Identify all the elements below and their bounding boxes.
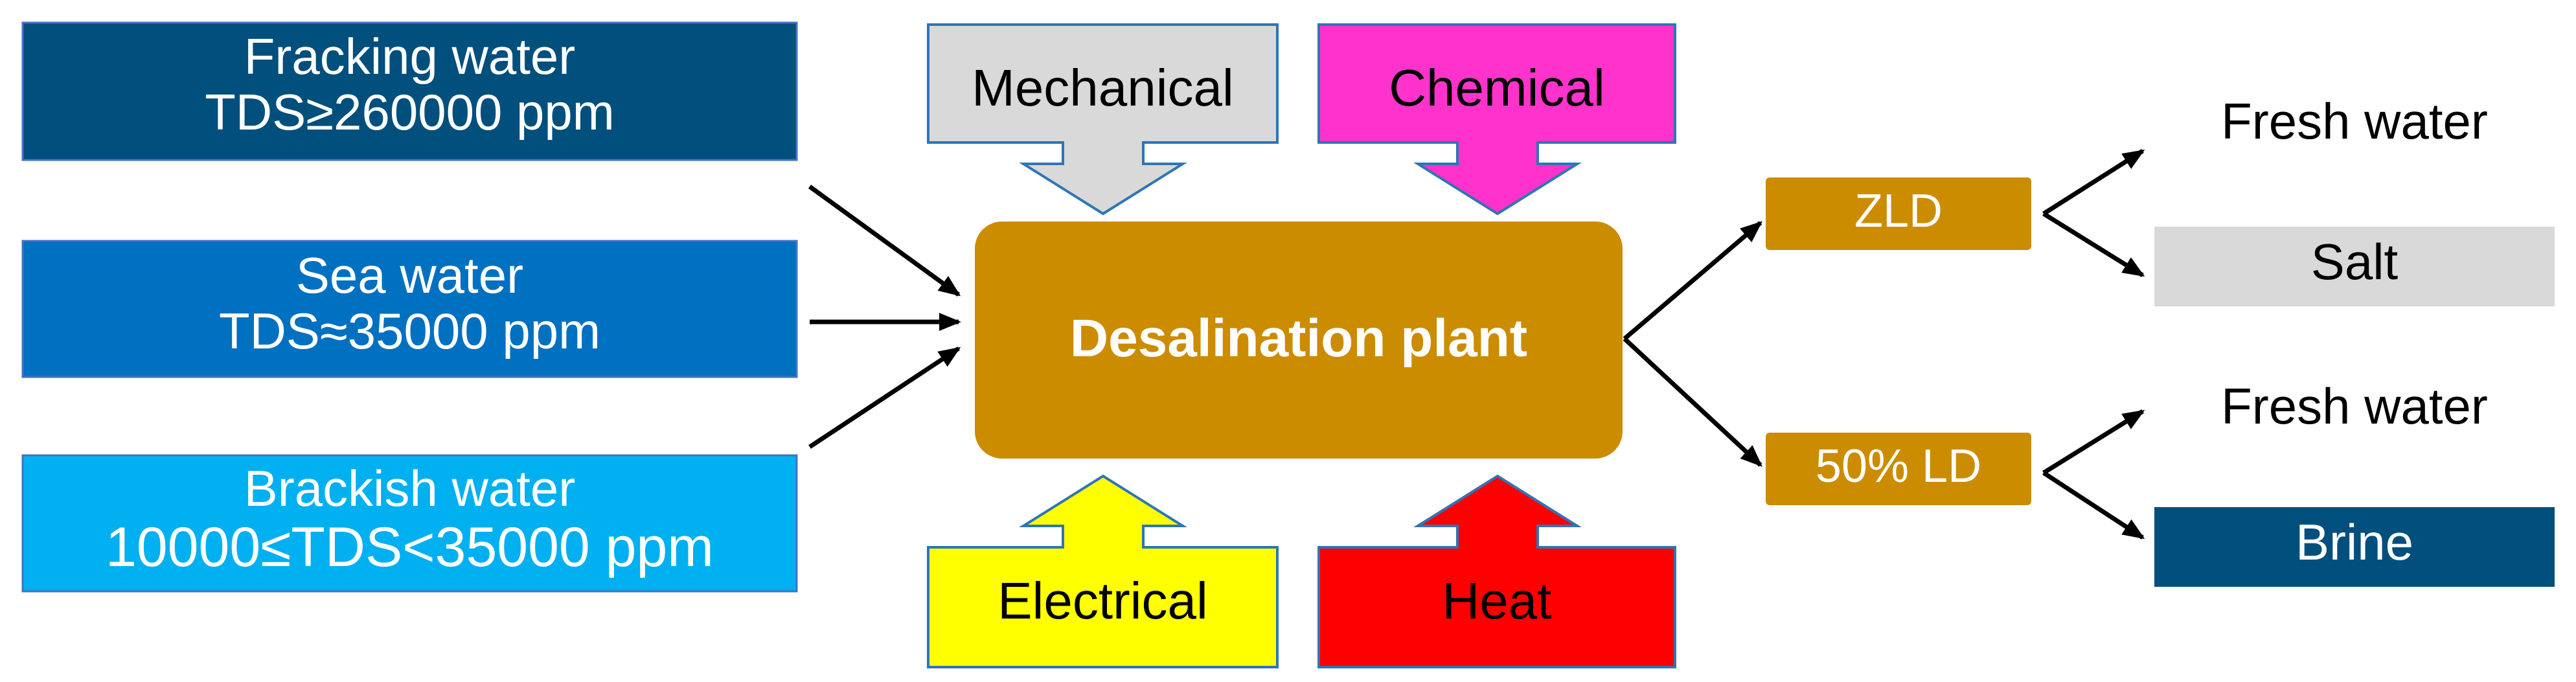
heat-input-arrow (1317, 474, 1676, 668)
zld-to-salt-arrow (2042, 212, 2145, 277)
source-box-fracking (21, 21, 798, 161)
chemical-input-arrow (1317, 23, 1676, 216)
source-box-sea (21, 240, 798, 378)
source-box-brackish (21, 454, 798, 593)
brackish-arrow (808, 347, 961, 449)
electrical-input-arrow (927, 474, 1279, 668)
brine-box (2154, 507, 2555, 587)
source-label-fracking: Fracking water TDS≥260000 ppm (23, 28, 797, 141)
mechanical-label: Mechanical (972, 59, 1234, 117)
fracking-arrow (808, 185, 961, 297)
salt-label: Salt (2310, 233, 2399, 290)
ld-to-brine-arrow (2042, 471, 2145, 540)
plant-to-ld-arrow (1623, 337, 1762, 467)
50-ld-label: 50% LD (1815, 440, 1982, 492)
zld-box (1766, 177, 2031, 250)
zld-to-fresh-arrow (2042, 149, 2145, 216)
plant-label: Desalination plant (1069, 309, 1528, 368)
mechanical-input-arrow (927, 23, 1279, 216)
source-tds: TDS≥260000 ppm (205, 83, 615, 141)
source-label-sea: Sea water TDS≈35000 ppm (23, 247, 797, 359)
source-label-brackish: Brackish water 10000≤TDS<35000 ppm (23, 460, 797, 578)
heat-label: Heat (1442, 572, 1552, 630)
source-name: Brackish water (244, 460, 576, 517)
source-name: Fracking water (244, 28, 576, 85)
source-name: Sea water (295, 247, 524, 304)
plant-to-zld-arrow (1623, 221, 1763, 341)
ld-to-fresh-arrow (2042, 409, 2145, 475)
salt-box (2154, 227, 2555, 306)
50-ld-box (1766, 433, 2031, 505)
electrical-label: Electrical (997, 572, 1208, 630)
source-tds: 10000≤TDS<35000 ppm (106, 516, 714, 578)
fresh-water-label-2: Fresh water (2221, 378, 2488, 435)
brine-label: Brine (2295, 514, 2414, 571)
desalination-plant-box (975, 222, 1623, 459)
source-tds: TDS≈35000 ppm (218, 302, 601, 359)
fresh-water-label-1: Fresh water (2221, 93, 2488, 150)
zld-label: ZLD (1854, 185, 1943, 237)
chemical-label: Chemical (1389, 59, 1605, 117)
